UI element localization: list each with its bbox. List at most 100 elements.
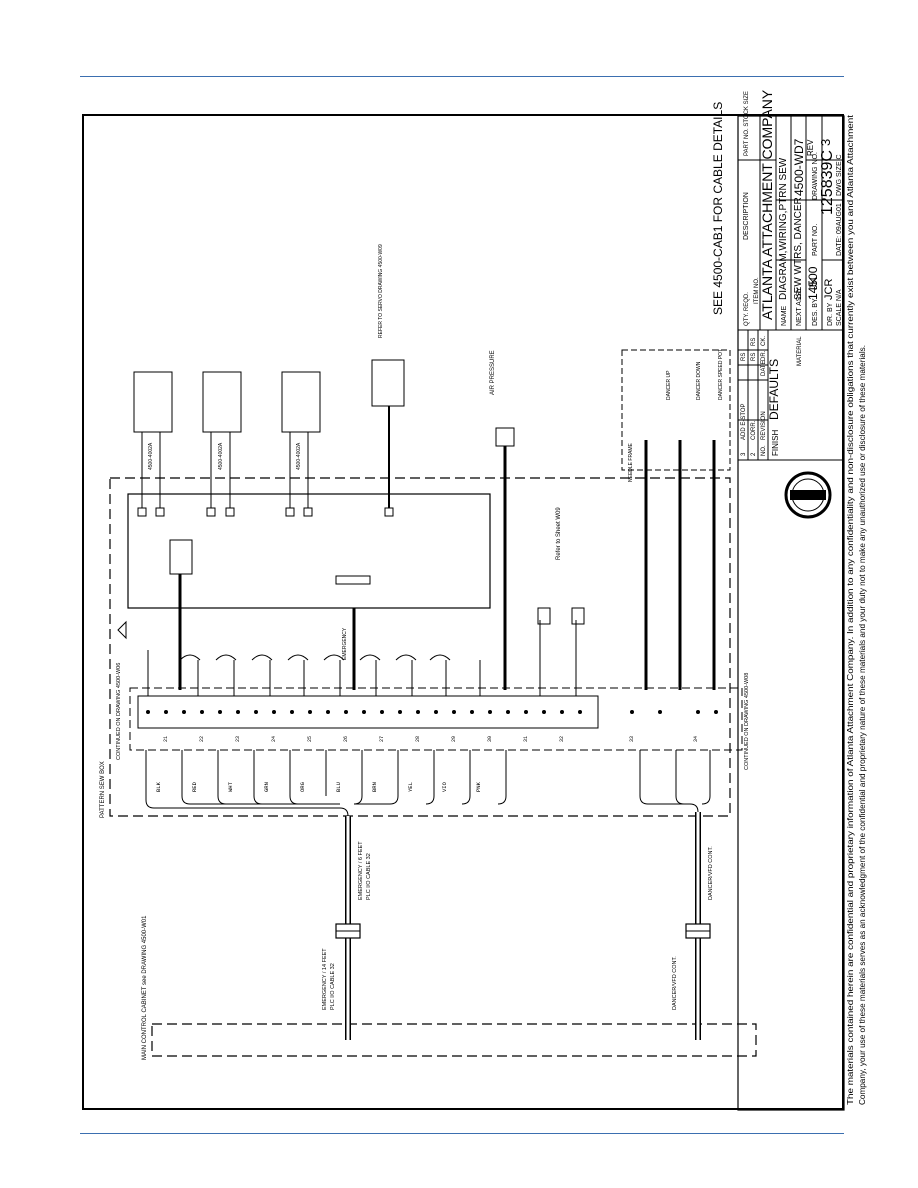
dancer-pot-label: DANCER SPEED POT	[718, 349, 724, 400]
servo-box-1	[133, 371, 173, 433]
continued-bottom-label: CONTINUED ON DRAWING 4500-W08	[744, 673, 750, 770]
part-no-value: 4500-WD7	[792, 138, 806, 196]
rev-label: REV	[806, 139, 815, 156]
rev-col-revision: REVISION	[761, 411, 767, 440]
cable-top-b: PLC I/O CABLE 32	[330, 963, 336, 1010]
terminal-32: 32	[559, 736, 565, 742]
wire-color-blu: BLU	[335, 782, 342, 792]
terminal-25: 25	[307, 736, 313, 742]
header-rule	[80, 76, 844, 77]
dancer-up-label: DANCER UP	[666, 370, 672, 400]
drawing-no-label: DRAWING NO.	[812, 152, 819, 200]
terminal-28: 28	[415, 736, 421, 742]
next-assy-value: 14500	[806, 266, 820, 300]
main-control-cabinet	[151, 1023, 757, 1057]
qty-label: QTY. REQD.	[744, 292, 750, 326]
servo-label-3: 4500-4002A	[296, 442, 302, 470]
terminal-24: 24	[271, 736, 277, 742]
rev-col-no: NO.	[761, 445, 767, 456]
trunk-cable-2	[685, 812, 711, 1040]
terminal-30: 30	[487, 736, 493, 742]
rev-col-dr: DR.	[761, 350, 767, 361]
rev-col-date: DATE	[761, 360, 767, 376]
rev-row2-ck: RS	[751, 338, 757, 346]
part-no-label: PART NO.	[812, 224, 819, 256]
item-label: ITEM NO.	[754, 277, 760, 304]
drawing-sheet-border	[82, 114, 844, 1110]
air-pressure-label: AIR PRESSURE	[490, 350, 496, 395]
terminal-21: 21	[163, 736, 169, 742]
plc-module	[127, 493, 491, 609]
cable-bot-b: DANCER/VFD CONT.	[708, 846, 714, 900]
wire-color-red: RED	[191, 781, 198, 792]
title-name-line1: DIAGRAM,WIRING,PTRN SEW	[778, 157, 789, 300]
title-name-label: NAME	[781, 305, 788, 326]
finish-label: FINISH	[771, 430, 780, 456]
rev-row3-no: 3	[741, 452, 747, 456]
air-pressure-valve	[495, 427, 515, 447]
terminal-34: 34	[693, 736, 699, 742]
servo-plug	[371, 359, 405, 407]
rev-value: 3	[818, 139, 833, 146]
dancer-down-label: DANCER DOWN	[696, 361, 702, 400]
rev-col-ck: CK.	[761, 336, 767, 346]
title-block	[737, 115, 845, 1111]
wire-color-brn: BRN	[371, 782, 378, 792]
dr-by-label: DR. BY	[827, 302, 834, 326]
date-label: DATE: 09AUG01	[836, 203, 843, 256]
terminal-27: 27	[379, 736, 385, 742]
servo-label-2: 4500-4002A	[218, 442, 224, 470]
wire-color-pnk: PNK	[475, 781, 482, 792]
drawing-no-value: 125839C	[819, 150, 836, 215]
rev-row2-dr: RS	[751, 353, 757, 361]
company-name: ATLANTA ATTACHMENT COMPANY	[759, 89, 775, 320]
cable-top-d: PLC I/O CABLE 32	[366, 853, 372, 900]
material-label: MATERIAL	[797, 336, 803, 366]
emergency-label: EMERGENCY	[342, 627, 348, 660]
servo-label-1: 4500-4002A	[148, 442, 154, 470]
next-assy-label: NEXT ASSY	[796, 287, 803, 326]
terminal-33: 33	[629, 736, 635, 742]
pattern-sew-box	[109, 477, 731, 817]
terminal-23: 23	[235, 736, 241, 742]
dr-by-value: JCR	[823, 279, 835, 300]
rev-row3-dr: RS	[741, 353, 747, 361]
footer-rule	[80, 1133, 844, 1134]
finish-value: DEFAULTS	[767, 359, 781, 420]
terminal-22: 22	[199, 736, 205, 742]
disclaimer-line1: The materials contained herein are confi…	[845, 114, 855, 1105]
des-by-label: DES. BY	[812, 298, 819, 326]
rev-row2-desc: CORR.	[751, 420, 757, 440]
wire-color-yel: YEL	[407, 782, 414, 792]
scale-label: SCALE N/A	[836, 289, 843, 326]
disclaimer-line2: Company, your use of these materials ser…	[857, 345, 867, 1105]
company-logo	[784, 471, 832, 519]
title-name-line2: SEW WTRS, DANCER	[793, 197, 804, 300]
trunk-cable-1	[335, 816, 361, 1040]
refer-to-sheet-label: Refer to Sheet W09	[556, 507, 562, 560]
emergency-connector	[335, 575, 371, 585]
cable-top-a: EMERGENCY / 14 FEET	[322, 948, 328, 1010]
terminal-29: 29	[451, 736, 457, 742]
terminal-26: 26	[343, 736, 349, 742]
needle-frame-label: NEEDLE FRAME	[628, 442, 634, 482]
terminal-31: 31	[523, 736, 529, 742]
warning-icon	[117, 620, 127, 640]
relay-1	[537, 607, 551, 625]
part-no-stock-label: PART NO. STOCK SIZE	[744, 91, 750, 156]
needle-frame-box	[621, 349, 731, 471]
wire-color-grn: GRN	[263, 782, 270, 792]
relay-2	[571, 607, 585, 625]
wire-color-wht: WHT	[227, 781, 234, 792]
rev-row2-no: 2	[751, 452, 757, 456]
cable-note: SEE 4500-CAB1 FOR CABLE DETAILS	[711, 102, 725, 315]
servo-box-2	[202, 371, 242, 433]
continued-top-label: CONTINUED ON DRAWING 4500-W06	[116, 663, 122, 760]
wire-color-blk: BLK	[155, 781, 162, 792]
main-cabinet-label: MAIN CONTROL CABINET see DRAWING 4500-W0…	[142, 915, 148, 1060]
cable-top-c: EMERGENCY / 6 FEET	[358, 841, 364, 900]
servo-connectors	[137, 507, 394, 517]
servo-box-3	[281, 371, 321, 433]
j7-connector	[169, 539, 193, 575]
